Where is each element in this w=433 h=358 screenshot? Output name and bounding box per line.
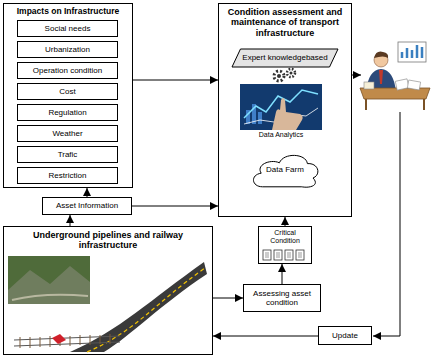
node-text: Trafic <box>58 150 78 159</box>
mountain-photo <box>8 256 90 304</box>
factor-box: Social needs <box>17 20 118 37</box>
node-text: Regulation <box>48 108 86 117</box>
node-text: Data Farm <box>266 165 304 174</box>
flow-arrow <box>282 264 283 284</box>
gear-hub <box>290 72 293 75</box>
gear-icon <box>274 69 295 81</box>
node-text: Social needs <box>45 24 91 33</box>
node-text: Asset Information <box>56 201 118 210</box>
flow-arrow <box>285 217 286 226</box>
group-box: Impacts on InfrastructureSocial needsUrb… <box>3 3 133 188</box>
pipeline-marker <box>52 334 66 344</box>
process-box: Assessing asset condition <box>243 284 321 312</box>
paper-sheet <box>364 82 374 89</box>
board-bars <box>402 45 422 58</box>
image-ground <box>240 84 322 130</box>
node-text: Weather <box>52 129 82 138</box>
road <box>70 262 207 352</box>
node-text: Restriction <box>49 171 87 180</box>
node-text: Operation condition <box>33 66 102 75</box>
desk-legs <box>366 99 424 110</box>
flow-arrow <box>213 336 318 337</box>
factor-box: Operation condition <box>17 62 118 79</box>
flow-arrow <box>133 80 218 81</box>
document-lines <box>265 253 302 257</box>
manager-illustration <box>360 42 430 110</box>
process-box: Update <box>318 326 372 345</box>
railway-ties <box>20 334 110 348</box>
group-box: Condition assessment and maintenance of … <box>218 3 352 217</box>
process-box: Asset Information <box>42 197 132 215</box>
factor-box: Regulation <box>17 104 118 121</box>
paper-sheet <box>395 79 409 90</box>
road-marking <box>87 268 205 352</box>
gear-teeth <box>274 71 284 81</box>
document-icons <box>263 250 304 260</box>
group-box: Underground pipelines and railway infras… <box>3 226 213 355</box>
factor-box: Urbanization <box>17 41 118 58</box>
infrastructure-image <box>8 256 207 352</box>
flow-arrow <box>132 206 218 207</box>
gear-teeth <box>287 69 295 77</box>
chart-bar <box>258 112 262 124</box>
person-hair <box>374 52 388 58</box>
input-parallelogram: Expert knowledgebased <box>232 49 338 67</box>
factor-box: Trafic <box>17 146 118 163</box>
hand-figure <box>272 98 303 130</box>
gear-hub <box>277 74 281 78</box>
rail-in-photo <box>12 295 88 300</box>
node-text: Assessing asset condition <box>247 289 317 307</box>
flow-arrow <box>213 298 243 299</box>
paper-sheet <box>407 80 420 90</box>
node-text: Urbanization <box>45 45 90 54</box>
process-box: Critical Condition <box>258 226 312 264</box>
group-heading: Underground pipelines and railway infras… <box>4 227 212 251</box>
node-text: Critical Condition <box>261 229 309 245</box>
data-analytics-image <box>240 84 322 130</box>
flow-arrow <box>70 215 71 226</box>
node-text: Cost <box>59 87 75 96</box>
flow-line <box>352 75 361 76</box>
flow-arrow <box>87 188 88 197</box>
node-text: Expert knowledgebased <box>242 53 327 62</box>
parallelogram-outline <box>232 49 338 67</box>
node-text: Update <box>332 331 358 340</box>
factor-box: Cost <box>17 83 118 100</box>
data-cloud: Data Farm <box>250 150 320 190</box>
flow-line <box>373 112 400 336</box>
group-heading: Impacts on Infrastructure <box>4 4 132 17</box>
group-heading: Condition assessment and maintenance of … <box>219 4 351 38</box>
factor-box: Restriction <box>17 167 118 184</box>
image-caption: Data Analytics <box>236 131 326 139</box>
factor-box: Weather <box>17 125 118 142</box>
chart-board <box>398 42 426 62</box>
mountain-shape <box>8 266 90 304</box>
cloud-outline <box>253 155 317 187</box>
person-tie <box>379 70 383 84</box>
